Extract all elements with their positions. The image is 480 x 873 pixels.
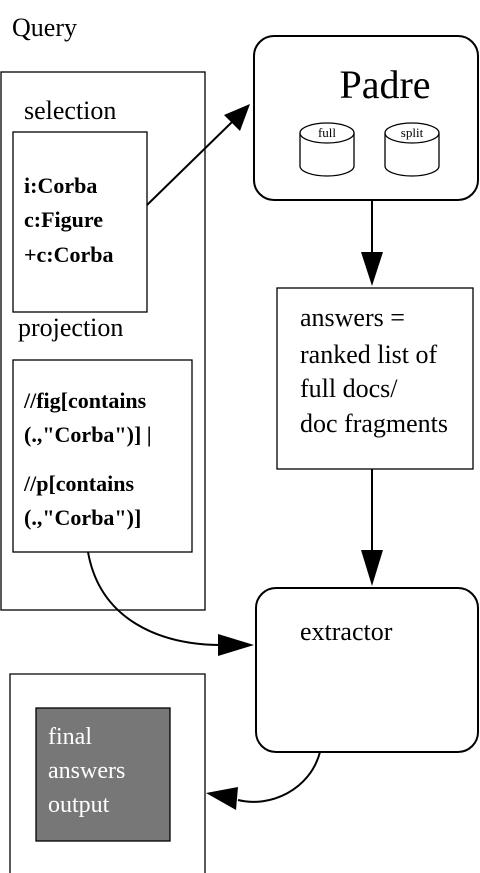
answers-line: full docs/ (300, 374, 398, 403)
selection-term: i:Corba (24, 173, 97, 198)
answers-box (276, 287, 474, 470)
extractor-box (255, 587, 479, 753)
full-index-label: full (318, 125, 336, 140)
arrow-selection-to-padre (146, 104, 250, 206)
padre-box (253, 35, 479, 201)
output-line: output (48, 792, 110, 818)
answers-line: doc fragments (300, 409, 448, 438)
output-line: final (48, 724, 92, 750)
projection-line: //fig[contains (23, 388, 147, 413)
projection-box (12, 359, 193, 553)
split-index-icon (384, 122, 440, 177)
projection-label: projection (18, 313, 123, 342)
selection-term: c:Figure (24, 207, 103, 232)
full-index-icon (299, 122, 355, 177)
selection-term: +c:Corba (24, 242, 114, 267)
output-line: answers (48, 758, 125, 784)
answers-line: ranked list of (300, 340, 438, 369)
projection-line: (.,"Corba")] (24, 505, 141, 530)
selection-label: selection (24, 96, 116, 125)
arrow-answers-to-extractor (361, 469, 383, 586)
split-index-label: split (401, 125, 424, 140)
projection-line: (.,"Corba")] | (24, 422, 152, 447)
extractor-title: extractor (300, 617, 393, 646)
selection-box (12, 131, 148, 313)
padre-title: Padre (339, 62, 430, 107)
answers-line: answers = (300, 303, 405, 332)
query-title: Query (12, 13, 77, 42)
projection-line: //p[contains (23, 471, 134, 496)
arrow-padre-to-answers (361, 200, 383, 286)
arrow-projection-to-extractor (87, 551, 254, 656)
arrow-extractor-to-output (206, 751, 321, 810)
final-answers-output-box (35, 707, 171, 842)
